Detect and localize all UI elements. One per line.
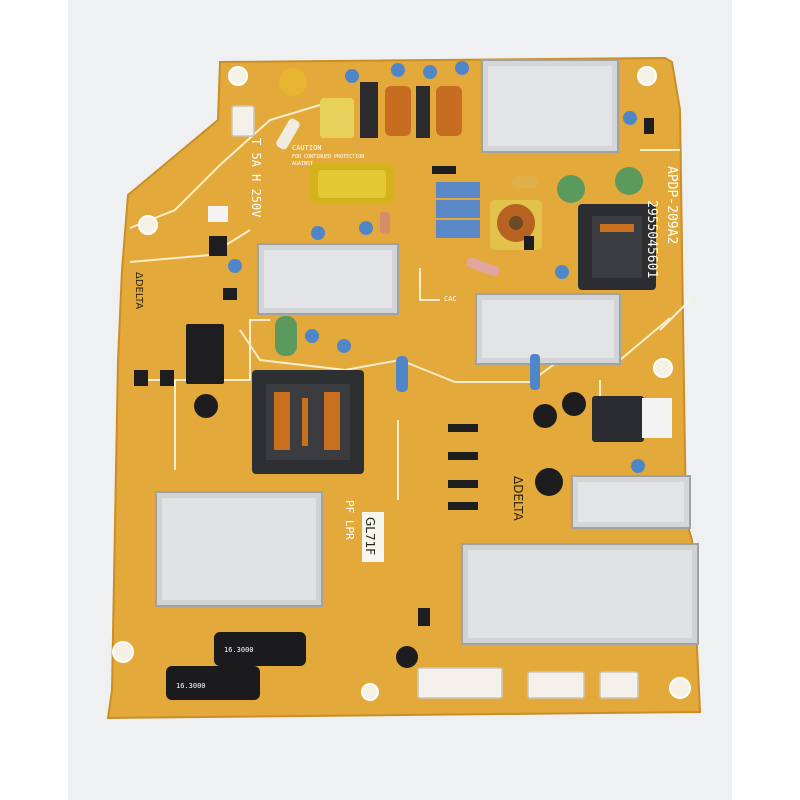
svg-text:GL71F: GL71F xyxy=(363,517,377,555)
small-transformer xyxy=(592,396,644,442)
varistor xyxy=(279,68,307,96)
qr-sticker xyxy=(642,398,672,438)
model-text: APDP-209A2 xyxy=(664,166,679,244)
pfpr-mark: PF LPR xyxy=(343,500,356,540)
mounting-holes xyxy=(112,66,691,701)
part-number-text: 2955045601 xyxy=(644,200,659,278)
standby-transformer xyxy=(578,204,656,290)
caution-line-2: AGAINST xyxy=(292,161,313,167)
input-connector xyxy=(231,105,255,137)
input-chokes xyxy=(320,82,462,138)
circle-code-text: CAC xyxy=(444,295,457,303)
toroid-inductor xyxy=(490,200,542,250)
heatsinks xyxy=(155,59,699,645)
fuse xyxy=(276,118,300,150)
qr-sticker-small xyxy=(208,206,228,222)
connectors xyxy=(231,105,639,699)
electrolytic-capacitors xyxy=(166,164,586,700)
y-capacitors xyxy=(275,167,643,356)
main-transformer xyxy=(252,370,364,474)
main-output-connector xyxy=(417,667,503,699)
caution-title: CAUTION xyxy=(292,144,322,152)
brand-right: ΔDELTA xyxy=(511,476,525,521)
output-connector-3 xyxy=(599,671,639,699)
caution-line-1: FOR CONTINUED PROTECTION xyxy=(292,154,364,160)
brand-left: ΔDELTA xyxy=(133,272,144,309)
cap-label-2: 16.3000 xyxy=(176,682,206,690)
cap-label-1: 16.3000 xyxy=(224,646,254,654)
blue-disc-capacitors xyxy=(228,61,645,473)
fuse-rating-text: T 5A H 250V xyxy=(249,138,263,217)
output-connector-2 xyxy=(527,671,585,699)
small-components xyxy=(134,118,654,626)
resistors xyxy=(380,176,538,277)
board-code-label: GL71F xyxy=(362,512,384,562)
x-capacitors xyxy=(436,182,480,238)
